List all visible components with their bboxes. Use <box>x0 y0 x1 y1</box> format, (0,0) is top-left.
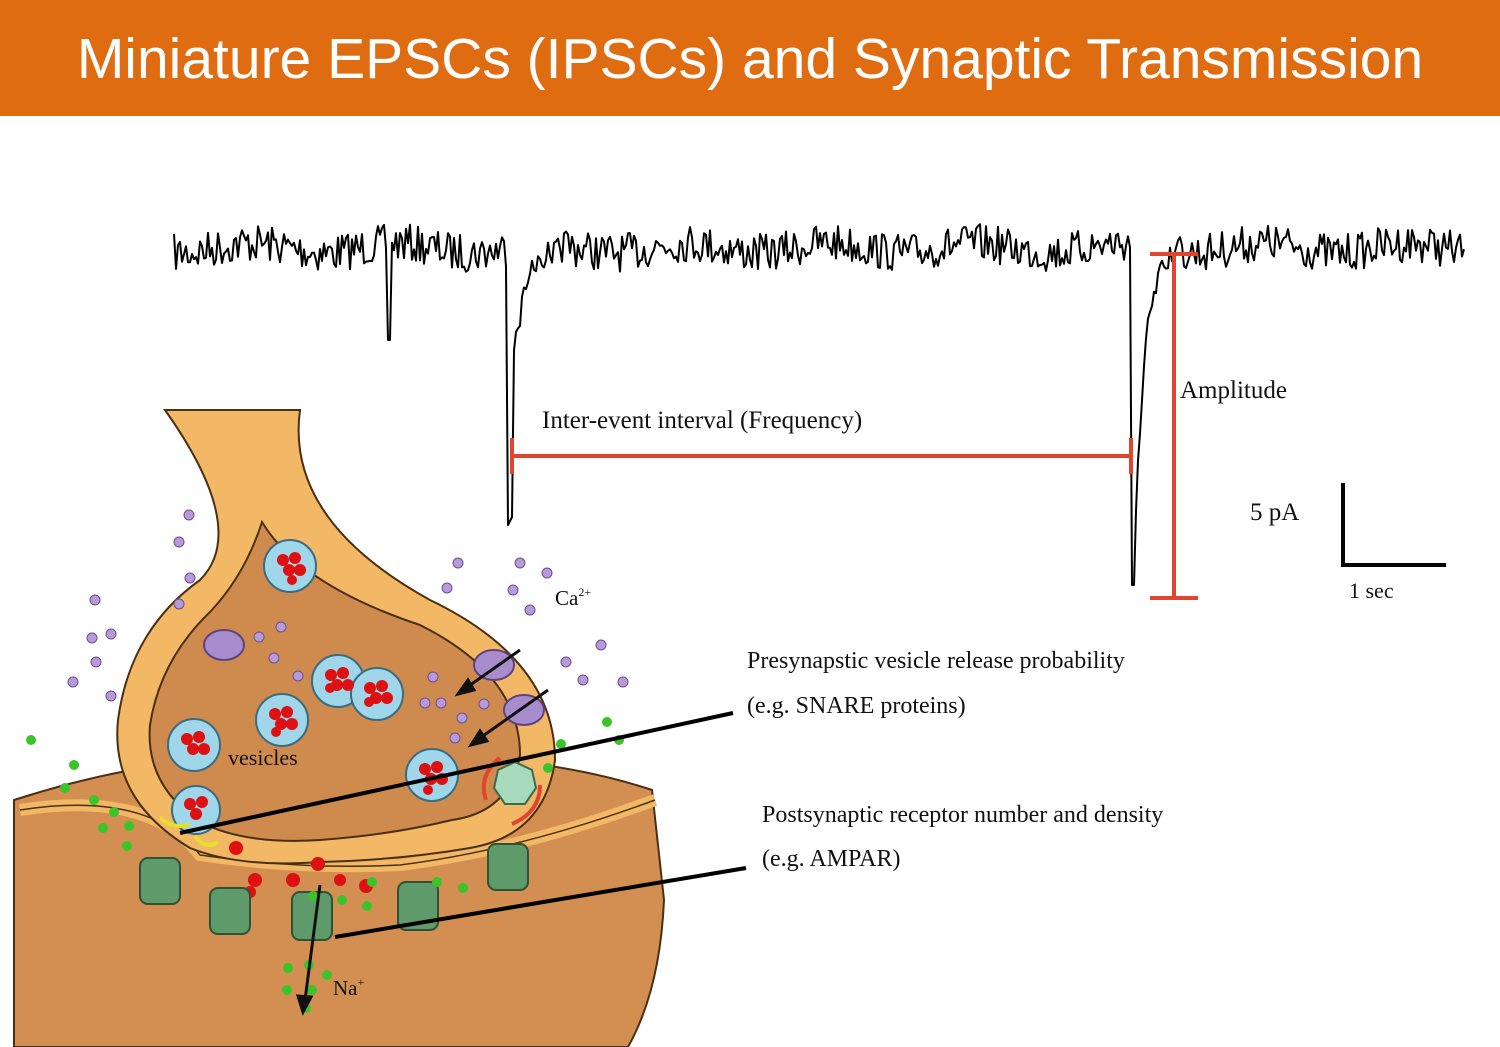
presynaptic-label-line2: (e.g. SNARE proteins) <box>747 693 966 719</box>
presynaptic-label-line1: Presynapstic vesicle release probability <box>747 648 1125 674</box>
postsynaptic-leader-line <box>334 866 747 939</box>
transporter <box>492 760 538 805</box>
vesicles-label: vesicles <box>228 745 298 770</box>
calcium-channels <box>203 629 545 726</box>
title-bar: Miniature EPSCs (IPSCs) and Synaptic Tra… <box>0 0 1500 116</box>
synaptic-vesicles <box>167 539 459 835</box>
scale-y-label: 5 pA <box>1250 499 1299 526</box>
flow-arrows <box>295 648 549 1016</box>
snare-proteins <box>158 816 220 847</box>
amplitude-label: Amplitude <box>1180 377 1287 404</box>
sodium-label: Na+ <box>333 975 365 1000</box>
scale-bar <box>1341 483 1446 567</box>
interval-label: Inter-event interval (Frequency) <box>542 407 862 434</box>
sodium-ions <box>26 717 624 1013</box>
calcium-ions <box>67 509 629 744</box>
scale-x-label: 1 sec <box>1349 578 1394 603</box>
postsynaptic-label-line1: Postsynaptic receptor number and density <box>762 802 1163 828</box>
amplitude-marker <box>1150 252 1198 600</box>
synapse-illustration <box>13 409 666 1047</box>
calcium-label: Ca2+ <box>555 585 591 610</box>
inter-event-interval-marker <box>510 438 1133 474</box>
slide-title: Miniature EPSCs (IPSCs) and Synaptic Tra… <box>76 27 1424 91</box>
mepsc-trace <box>173 223 1465 586</box>
presynaptic-leader-line <box>179 711 734 835</box>
postsynaptic-label-line2: (e.g. AMPAR) <box>762 846 900 872</box>
